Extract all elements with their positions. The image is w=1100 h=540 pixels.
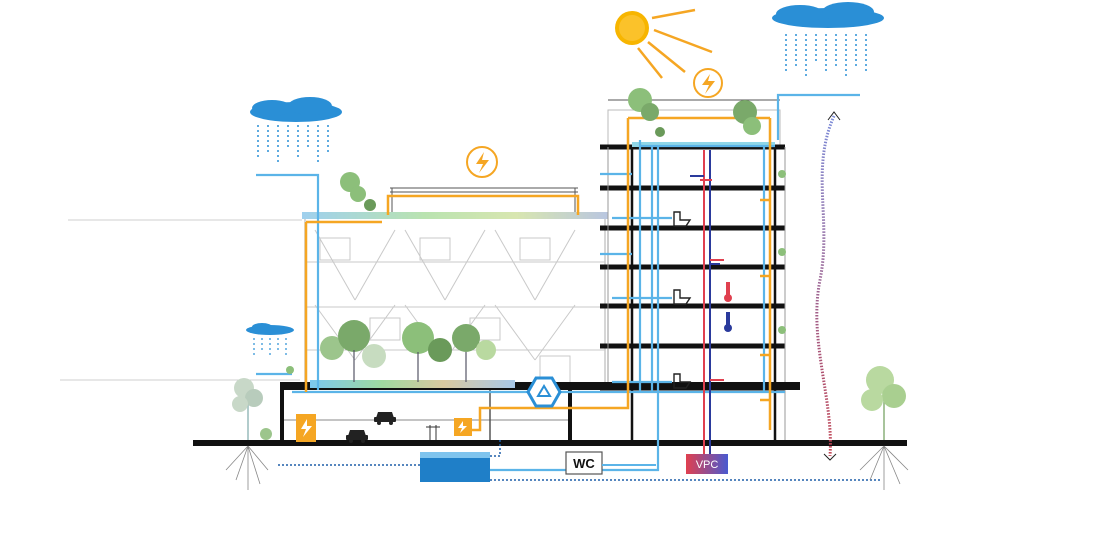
- tree-icon: [859, 366, 909, 490]
- wc-box: WC: [565, 451, 603, 475]
- left-building: [304, 214, 606, 388]
- courtyard-trees: [320, 320, 496, 382]
- ev-charger-icon: [296, 414, 472, 442]
- car-icon: [346, 430, 368, 443]
- rainwater-pipes: [256, 93, 860, 472]
- thermometer-icon: [724, 282, 732, 332]
- tree-icon: [225, 378, 269, 490]
- cloud-icon: [246, 323, 294, 358]
- air-flow-curve: [815, 115, 836, 457]
- wc-label: WC: [573, 456, 595, 471]
- bike-rack: [426, 425, 440, 440]
- vpc-label: VPC: [696, 459, 719, 471]
- facade-planters: [286, 170, 786, 374]
- tree-icon: [340, 88, 761, 211]
- sun-icon: [615, 8, 713, 79]
- rainwater-tank-top: [420, 452, 490, 458]
- vpc-box: VPC: [686, 454, 728, 474]
- energy-icon: [693, 68, 723, 98]
- recycle-icon: [526, 376, 562, 408]
- shrub: [260, 428, 272, 440]
- energy-lines: [304, 116, 772, 432]
- car-icon: [374, 412, 396, 425]
- green-roof: [302, 212, 608, 219]
- toilet-icon: [673, 211, 692, 389]
- cloud-icon: [250, 97, 342, 162]
- groundwater-flow: [278, 440, 880, 481]
- rainwater-tank: [420, 456, 490, 482]
- roof-pergola: [390, 187, 578, 212]
- energy-icon: [466, 146, 498, 178]
- heating-riser: [690, 150, 724, 455]
- cloud-icon: [772, 2, 884, 78]
